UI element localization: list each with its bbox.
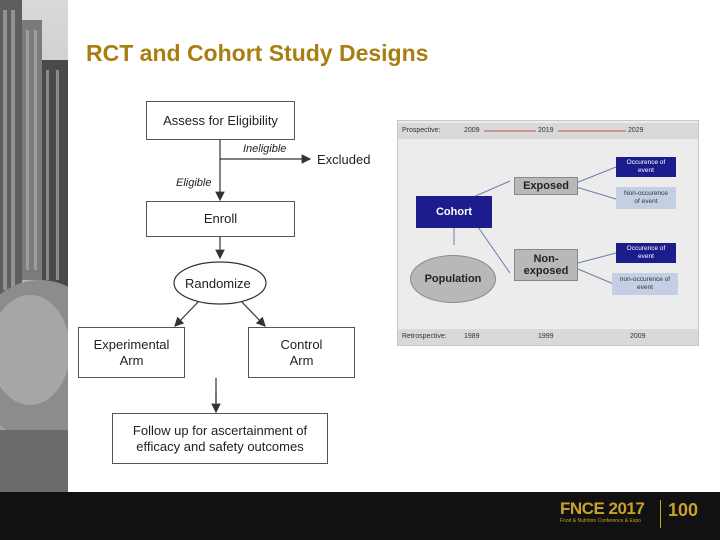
follow-up-box: Follow up for ascertainment of efficacy …: [112, 413, 328, 464]
prospective-timeline: Prospective: 2009 2019 2029: [398, 123, 698, 139]
non-exposed-no-event-box: non-occurence of event: [612, 273, 678, 295]
footer-bar: [0, 492, 720, 540]
slide-title: RCT and Cohort Study Designs: [86, 40, 429, 66]
enroll-box: Enroll: [146, 201, 295, 237]
cohort-connectors: [453, 130, 626, 338]
assess-eligibility-box: Assess for Eligibility: [146, 101, 295, 140]
ineligible-label: Ineligible: [243, 143, 287, 155]
exposed-no-event-box: Non-occurence of event: [616, 187, 676, 209]
eligible-label: Eligible: [176, 177, 212, 189]
footer-divider: [660, 500, 661, 528]
centennial-logo: 100: [668, 500, 699, 520]
excluded-label: Excluded: [317, 152, 371, 167]
exposed-event-box: Occurence of event: [616, 157, 676, 177]
experimental-arm-box: Experimental Arm: [78, 327, 185, 378]
randomize-node: [173, 261, 267, 305]
control-arm-box: Control Arm: [248, 327, 355, 378]
population-node: Population: [410, 255, 496, 303]
retrospective-timeline: Retrospective: 1989 1999 2009: [398, 329, 698, 345]
randomize-label: Randomize: [185, 276, 251, 291]
fnce-logo: FNCE 2017 Food & Nutrition Conference & …: [560, 499, 645, 525]
non-exposed-event-box: Occurence of event: [616, 243, 676, 263]
city-photo: [0, 0, 68, 492]
cohort-box: Cohort: [416, 196, 492, 228]
non-exposed-box: Non- exposed: [514, 249, 578, 281]
exposed-box: Exposed: [514, 177, 578, 195]
cohort-diagram: Prospective: 2009 2019 2029 Cohort Popul…: [397, 120, 699, 346]
